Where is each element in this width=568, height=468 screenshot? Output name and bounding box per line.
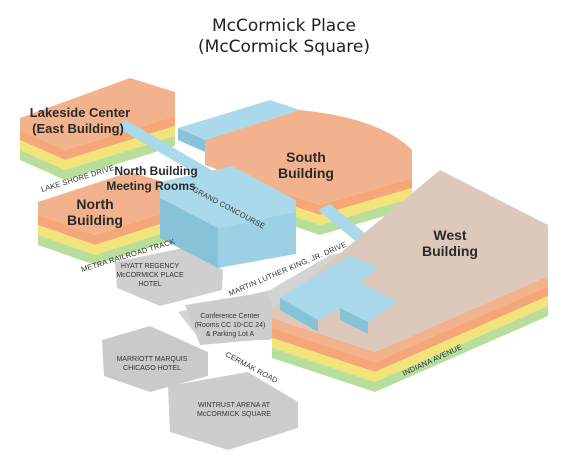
wintrust-label-line1: WINTRUST ARENA AT <box>198 402 271 409</box>
hyatt-hotel-block[interactable] <box>115 248 223 306</box>
south-upper-concourse <box>178 100 300 152</box>
hyatt-label-line3: HOTEL <box>138 281 161 288</box>
conference-center-block[interactable] <box>185 292 282 345</box>
grand-concourse[interactable] <box>160 166 296 268</box>
conference-label-line1: Conference Center <box>200 313 260 320</box>
marriott-label-line1: MARRIOTT MARQUIS <box>116 356 187 363</box>
south-label-line1: South <box>286 149 326 165</box>
west-concourse <box>280 255 398 334</box>
south-label-line2: Building <box>278 165 334 181</box>
map-title-line2: (McCormick Square) <box>198 37 370 57</box>
hyatt-label-line1: HYATT REGENCY <box>121 263 180 270</box>
wintrust-arena-block[interactable] <box>168 372 298 450</box>
lakeside-label-line1: Lakeside Center <box>30 105 130 120</box>
lakeside-center-building[interactable] <box>20 78 175 180</box>
north-meeting-label-line1: North Building <box>114 164 197 178</box>
north-label-line1: North <box>76 196 113 212</box>
wintrust-label-line2: McCORMICK SQUARE <box>197 411 271 418</box>
lakeside-skybridge <box>118 120 220 183</box>
conference-label-line3: & Parking Lot A <box>206 331 255 338</box>
marriott-label-line2: CHICAGO HOTEL <box>123 365 181 372</box>
marriott-hotel-block[interactable] <box>102 326 208 392</box>
lakeside-label-line2: (East Building) <box>32 121 124 136</box>
west-label-line2: Building <box>422 243 478 259</box>
conference-label-line2: (Rooms CC 10-CC 24) <box>195 322 266 329</box>
hyatt-label-line2: McCORMICK PLACE <box>116 272 184 279</box>
west-label-line1: West <box>433 227 467 243</box>
north-meeting-label-line2: Meeting Rooms <box>106 179 196 193</box>
map-title-line1: McCormick Place <box>211 16 357 36</box>
north-label-line2: Building <box>67 212 123 228</box>
